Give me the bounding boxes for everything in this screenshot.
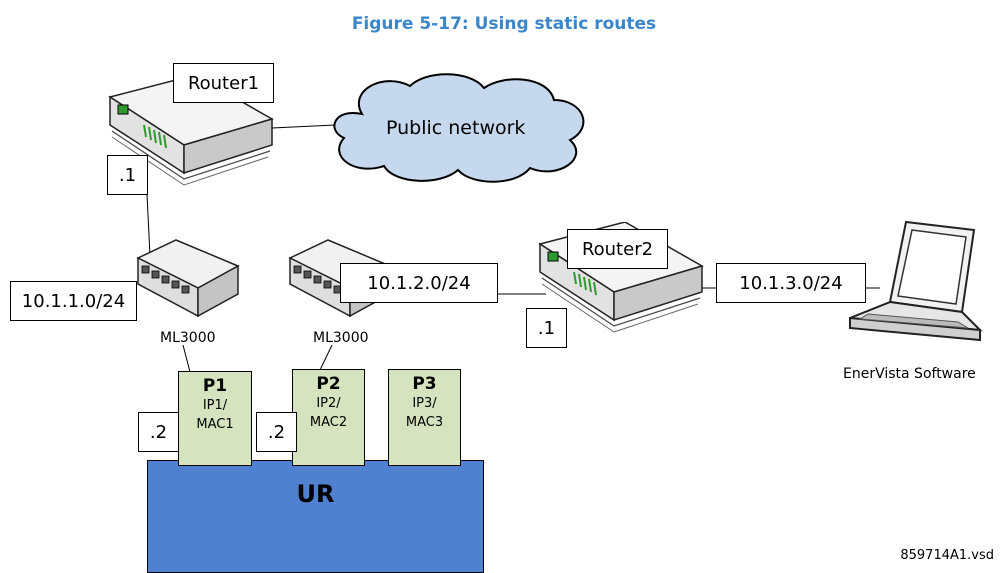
port-name: P3	[412, 374, 437, 394]
port-mac: MAC3	[405, 415, 444, 430]
port-p1: P1 IP1/ MAC1	[178, 371, 252, 466]
cloud-label: Public network	[386, 117, 526, 139]
p2-address-label: .2	[256, 412, 297, 452]
router1-address-label: .1	[107, 155, 148, 195]
subnet2-label: 10.1.2.0/24	[340, 263, 498, 303]
router-icon	[108, 75, 274, 186]
port-ip: IP2/	[316, 396, 341, 411]
port-p2: P2 IP2/ MAC2	[292, 369, 365, 466]
cloud-icon	[333, 73, 585, 183]
link-switch1-p1	[182, 344, 191, 373]
router2-label: Router2	[567, 229, 668, 269]
link-switch2-p2	[319, 344, 333, 371]
subnet3-label: 10.1.3.0/24	[716, 263, 866, 303]
figure-title: Figure 5-17: Using static routes	[351, 14, 657, 34]
switch1-label: ML3000	[160, 330, 216, 346]
laptop-icon	[849, 220, 983, 342]
router2-address-label: .1	[526, 308, 567, 348]
link-router1-cloud	[271, 124, 336, 129]
port-mac: MAC2	[309, 415, 348, 430]
port-ip: IP1/	[202, 398, 228, 413]
switch-icon	[136, 239, 240, 318]
link-router1-switch1	[146, 193, 151, 257]
port-name: P1	[202, 376, 228, 396]
port-mac: MAC1	[196, 417, 234, 432]
router1-label: Router1	[173, 63, 274, 103]
port-p3: P3 IP3/ MAC3	[388, 369, 461, 466]
port-name: P2	[316, 374, 341, 394]
file-id: 859714A1.vsd	[900, 548, 994, 563]
p1-address-label: .2	[138, 412, 179, 452]
port-ip: IP3/	[412, 396, 437, 411]
ur-label: UR	[296, 480, 335, 508]
laptop-label: EnerVista Software	[843, 366, 976, 382]
switch2-label: ML3000	[313, 330, 369, 346]
subnet1-label: 10.1.1.0/24	[10, 281, 137, 321]
ur-device	[147, 460, 484, 573]
